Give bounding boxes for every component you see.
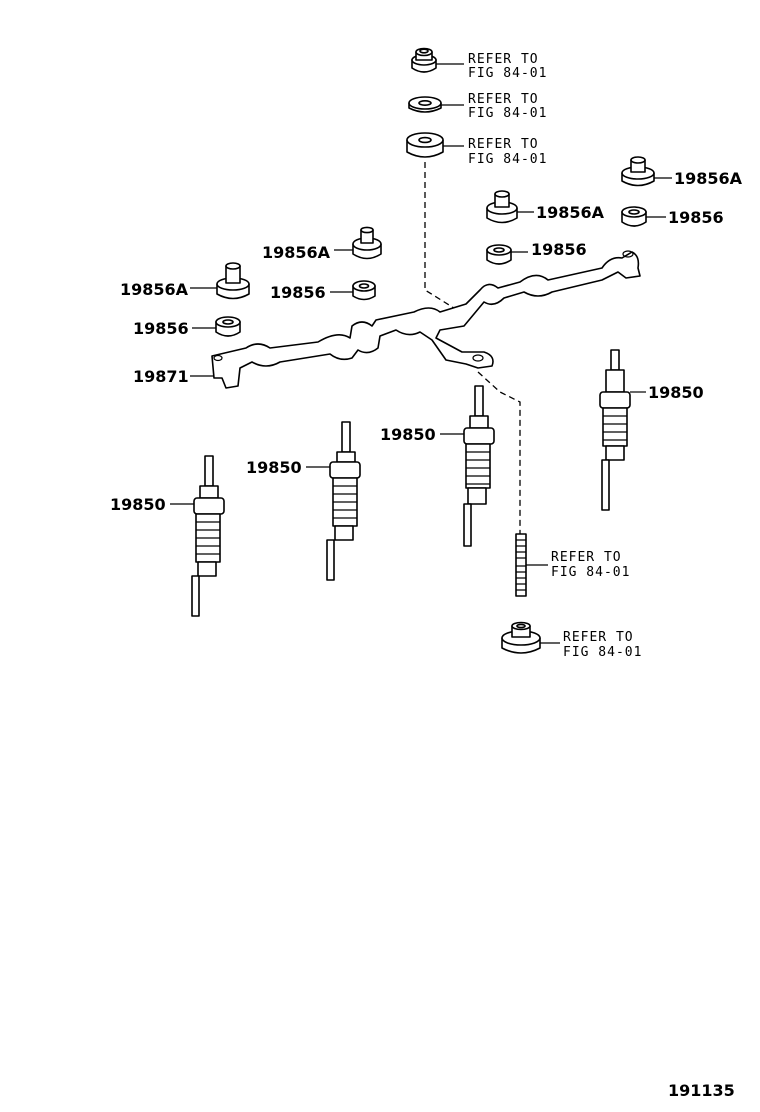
label-nut-right: 19856 [668,208,724,227]
ref-spacer[interactable] [406,132,444,158]
hex-nut-right[interactable] [621,206,647,227]
ref-2-line2: FIG 84-01 [468,106,547,121]
label-nut-a-left-upper: 19856A [262,243,331,262]
figure-number: 191135 [668,1081,735,1100]
alignment-line-lower [477,371,521,534]
flange-nut-a-right[interactable] [621,156,655,187]
ref-4-line2: FIG 84-01 [551,565,630,580]
label-plug-left: 19850 [110,495,166,514]
label-nut-a-center: 19856A [536,203,605,222]
ref-5-line1: REFER TO [563,630,634,645]
ref-flange-nut-bottom[interactable] [501,621,541,654]
label-nut-a-left: 19856A [120,280,189,299]
glow-plug-left[interactable] [191,455,225,617]
hex-nut-left[interactable] [215,316,241,337]
flange-nut-a-center[interactable] [486,190,518,224]
flange-nut-a-left-upper[interactable] [352,226,382,260]
glow-plug-right[interactable] [599,349,631,511]
flange-nut-a-left[interactable] [216,262,250,300]
alignment-line-upper [424,162,471,319]
label-nut-a-right: 19856A [674,169,743,188]
label-nut-left-small: 19856 [270,283,326,302]
glow-plug-bracket[interactable] [211,250,641,389]
label-bracket: 19871 [133,367,189,386]
ref-1-line2: FIG 84-01 [468,66,547,81]
ref-flange-nut-top[interactable] [411,47,437,73]
label-plug-right: 19850 [648,383,704,402]
ref-3-line2: FIG 84-01 [468,152,547,167]
ref-5-line2: FIG 84-01 [563,645,642,660]
ref-washer[interactable] [408,96,442,113]
glow-plug-center[interactable] [463,385,495,547]
glow-plug-left-center[interactable] [326,421,361,581]
hex-nut-center[interactable] [486,244,512,265]
ref-2-line1: REFER TO [468,92,539,107]
label-plug-center: 19850 [380,425,436,444]
ref-4-line1: REFER TO [551,550,622,565]
hex-nut-left-small[interactable] [352,280,376,301]
label-nut-center: 19856 [531,240,587,259]
label-plug-left-center: 19850 [246,458,302,477]
label-nut-left: 19856 [133,319,189,338]
ref-stud-bolt[interactable] [515,533,527,597]
ref-1-line1: REFER TO [468,52,539,67]
ref-3-line1: REFER TO [468,137,539,152]
